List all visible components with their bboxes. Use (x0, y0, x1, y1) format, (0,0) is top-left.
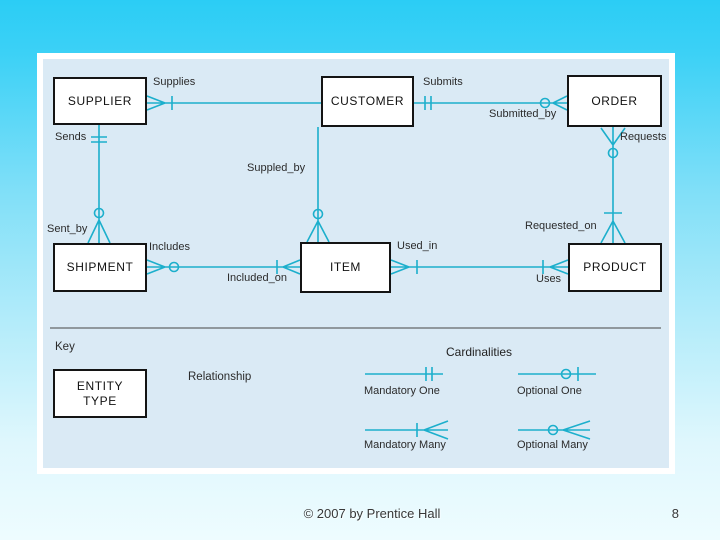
relationship-label-uses: Uses (536, 273, 562, 285)
key-title: Key (55, 341, 75, 353)
relationship-label-sends: Sends (55, 131, 87, 143)
relationship-label-requested-on: Requested_on (525, 220, 597, 232)
entity-customer: CUSTOMER (321, 76, 414, 127)
key-label-optional-many: Optional Many (517, 439, 588, 451)
key-entity-type-line1: ENTITY (76, 378, 124, 393)
key-label-optional-one: Optional One (517, 385, 582, 397)
relationship-label-submits: Submits (423, 76, 463, 88)
relationship-label-sent-by: Sent_by (47, 223, 88, 235)
key-entity-type-line2: TYPE (83, 393, 117, 408)
relationship-label-supplies: Supplies (153, 76, 196, 88)
entity-supplier: SUPPLIER (53, 77, 147, 125)
entity-customer-label: CUSTOMER (330, 94, 405, 108)
key-label-mandatory-one: Mandatory One (364, 385, 440, 397)
entity-shipment-label: SHIPMENT (66, 260, 134, 274)
entity-product: PRODUCT (568, 243, 662, 292)
relationship-label-submitted-by: Submitted_by (489, 108, 557, 120)
relationship-label-includes: Includes (149, 241, 190, 253)
entity-order-label: ORDER (591, 93, 638, 108)
entity-item-label: ITEM (329, 260, 362, 274)
entity-shipment: SHIPMENT (53, 243, 147, 292)
relationship-label-supplied-by: Suppled_by (247, 162, 306, 174)
relationship-label-included-on: Included_on (227, 272, 287, 284)
entity-order: ORDER (567, 75, 662, 127)
entity-item: ITEM (300, 242, 391, 293)
relationship-label-requests: Requests (620, 131, 667, 143)
key-entity-type-box: ENTITY TYPE (53, 369, 147, 418)
key-cardinalities-title: Cardinalities (446, 345, 513, 359)
entity-supplier-label: SUPPLIER (67, 93, 133, 108)
key-label-mandatory-many: Mandatory Many (364, 439, 446, 451)
slide-page-number: 8 (671, 506, 679, 521)
relationship-label-used-in: Used_in (397, 240, 438, 252)
footer-copyright: © 2007 by Prentice Hall (303, 506, 441, 521)
key-relationship-label: Relationship (188, 371, 252, 383)
entity-product-label: PRODUCT (583, 260, 647, 274)
